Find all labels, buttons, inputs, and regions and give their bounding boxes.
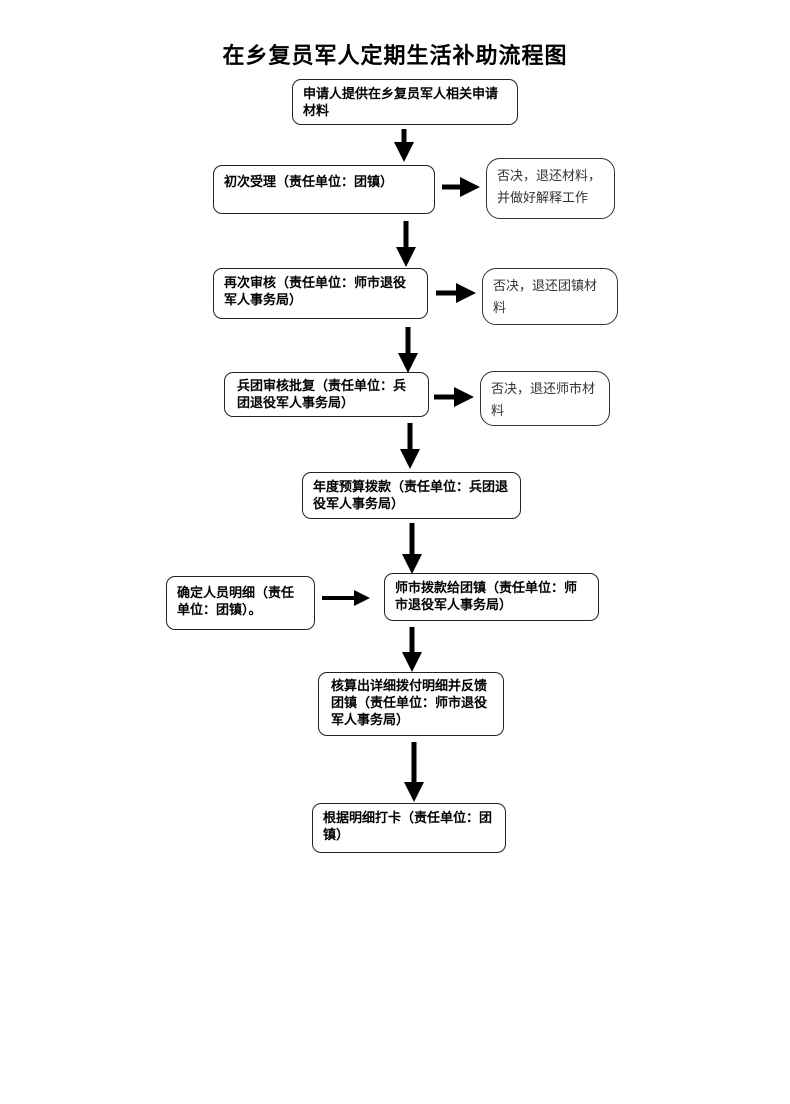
step-submit-materials: 申请人提供在乡复员军人相关申请材料 [292,79,518,125]
page-title: 在乡复员军人定期生活补助流程图 [222,44,568,69]
side-confirm-personnel: 确定人员明细（责任单位：团镇）。 [166,576,315,630]
step-calc-details: 核算出详细拨付明细并反馈团镇（责任单位：师市退役军人事务局） [318,672,504,736]
reject-return-materials: 否决，退还材料，并做好解释工作 [486,158,615,219]
step-second-review: 再次审核（责任单位：师市退役军人事务局） [213,268,428,319]
step-allocate-to-town: 师市拨款给团镇（责任单位：师市退役军人事务局） [384,573,599,621]
step-card-payment: 根据明细打卡（责任单位：团镇） [312,803,506,853]
reject-return-town-materials: 否决，退还团镇材料 [482,268,618,325]
step-annual-budget: 年度预算拨款（责任单位：兵团退役军人事务局） [302,472,521,519]
step-corps-approval: 兵团审核批复（责任单位：兵团退役军人事务局） [224,372,429,417]
reject-return-city-materials: 否决，退还师市材料 [480,371,610,426]
step-initial-acceptance: 初次受理（责任单位：团镇） [213,165,435,214]
